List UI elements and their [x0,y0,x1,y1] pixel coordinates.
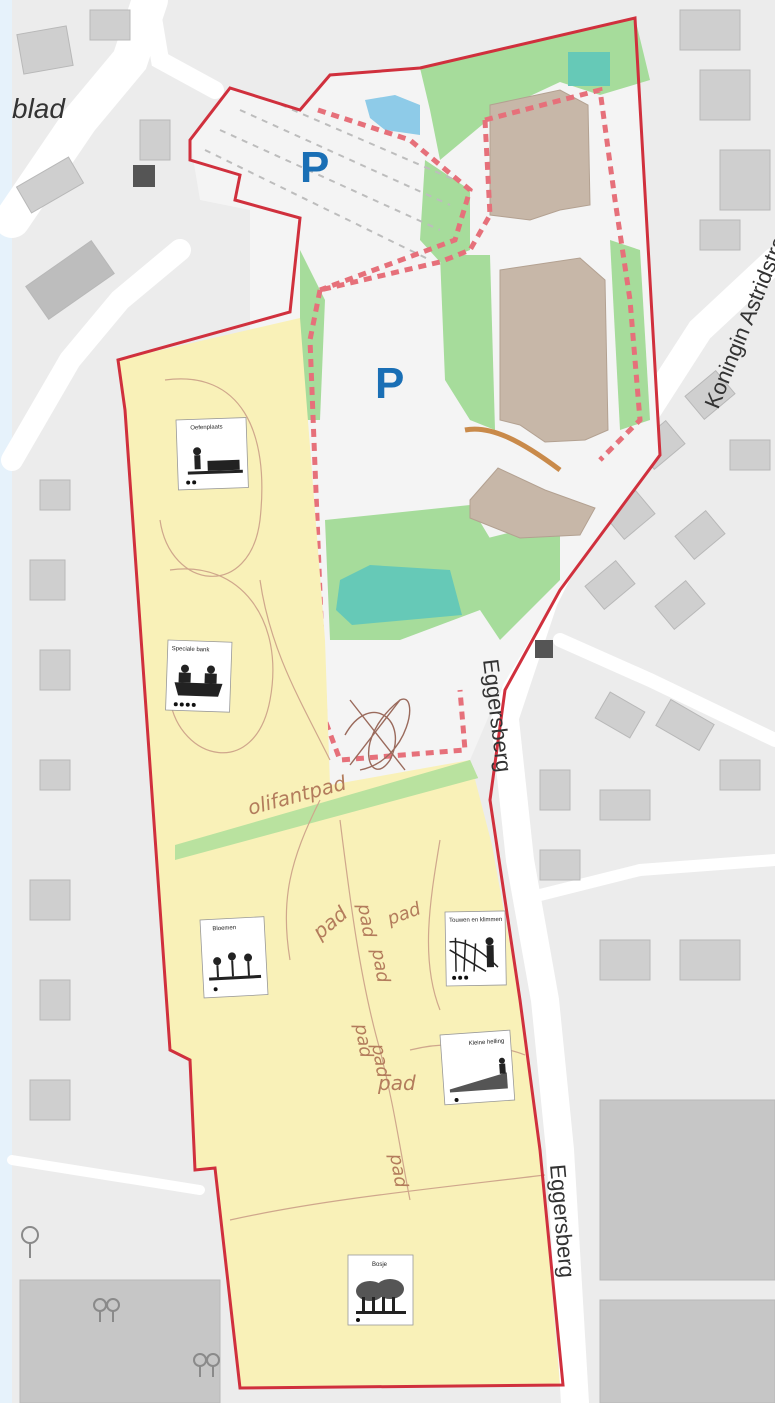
rating-dots [454,1098,459,1103]
water-basin [568,52,610,86]
park-area [118,318,560,1388]
poi-title: Oefenplaats [190,424,223,431]
poi-title: Speciale bank [172,646,211,653]
poi-title: Bloemen [212,925,236,932]
bus-stop-icon [133,165,155,187]
slope-icon [449,1072,508,1093]
orange-footpath [464,426,562,473]
site-boundary [116,16,662,1390]
green-path-strip [175,760,478,860]
street-label-top-left: blad [12,93,66,124]
bus-stop-icon [535,640,553,658]
poi-card-oefenplaats[interactable]: Oefenplaats [175,417,249,491]
parking-label-upper: P [300,143,329,192]
walker-icon [498,1057,506,1074]
surrounding-buildings [15,9,775,1403]
rating-dots [186,480,197,485]
rating-dots [356,1318,360,1322]
flower-icon [209,952,262,981]
practice-icon [187,447,243,475]
pencil-note: pad [377,1071,416,1095]
poi-card-kleine-helling[interactable]: Kleine helling [439,1029,516,1106]
poi-card-touwen[interactable]: Touwen en klimmen [444,910,507,987]
rating-dots [213,987,218,992]
rating-dots [452,975,469,980]
scribble [344,698,411,771]
poi-card-bloemen[interactable]: Bloemen [199,916,269,999]
bench-icon [174,664,223,697]
parking-label-lower: P [375,359,404,408]
poi-title: Bosje [372,1262,388,1268]
parking-markings [204,99,456,261]
site-buildings [469,89,609,539]
climber-icon [485,937,494,968]
pond [365,95,420,135]
water-basin [336,565,462,625]
trees-icon [356,1297,406,1314]
tree-icon [21,1226,220,1377]
poi-title: Touwen en klimmen [449,917,502,924]
bushes-icon [356,1279,404,1301]
dashed-inner-boundary [307,86,643,763]
poi-card-speciale-bank[interactable]: Speciale bank [165,639,233,713]
poi-card-bosje[interactable]: Bosje [347,1254,414,1326]
poi-title: Kleine helling [468,1039,504,1047]
rating-dots [173,702,196,707]
